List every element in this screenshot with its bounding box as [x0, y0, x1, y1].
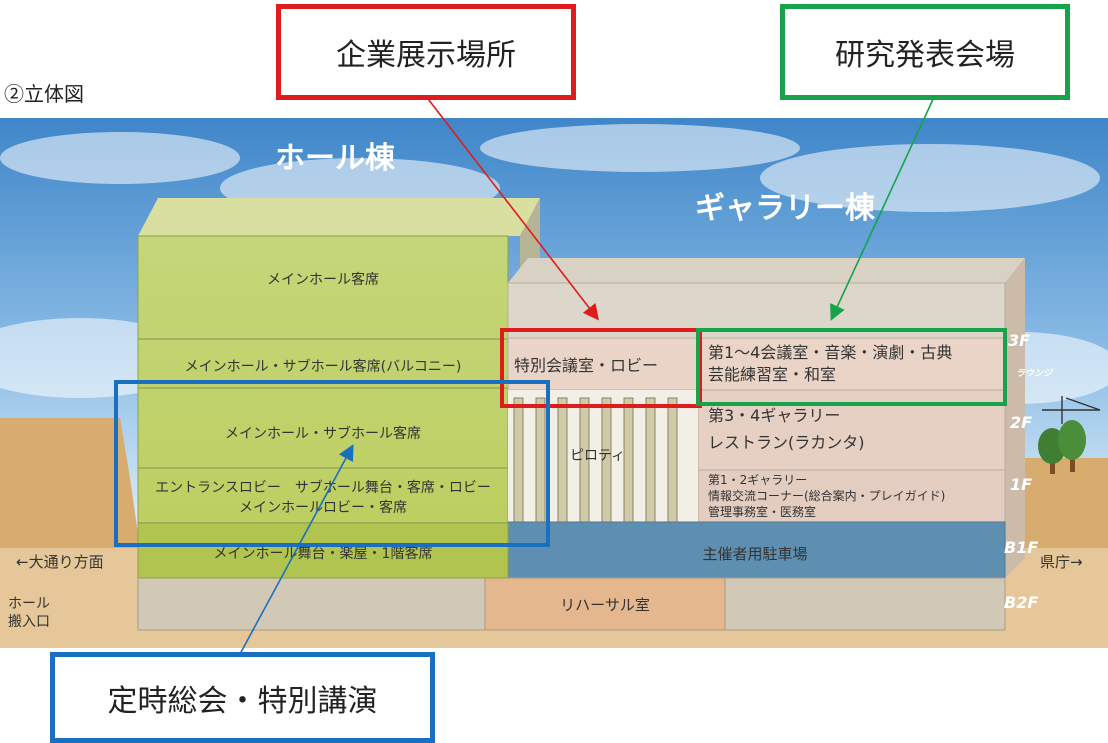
entrance-label-1: エントランスロビー サブホール舞台・客席・ロビー [155, 479, 491, 496]
svg-text:3F: 3F [1008, 331, 1030, 350]
direction-left: ←大通り方面 [16, 553, 104, 571]
svg-text:B2F: B2F [1004, 593, 1038, 612]
direction-right: 県庁→ [1040, 553, 1083, 571]
gallery12-label-3: 管理事務室・医務室 [708, 504, 816, 519]
gallery-building-name: ギャラリー棟 [695, 191, 876, 226]
piloti-label: ピロティ [570, 448, 625, 464]
general-meeting-highlight [114, 380, 550, 547]
loading-label-2: 搬入口 [8, 614, 50, 630]
balcony-label: メインホール・サブホール客席(バルコニー) [185, 358, 462, 375]
floor-tags: 3F 2F 1F B1F B2F [1004, 331, 1038, 612]
research-callout: 研究発表会場 [780, 4, 1070, 100]
rehearsal-room [484, 577, 726, 631]
gallery-1f [697, 469, 1006, 523]
building-diagram: 3F 2F 1F B1F B2F ラウンジ ホール棟 ギャラリー棟 メインホール… [0, 118, 1108, 648]
research-arrow [830, 94, 936, 321]
research-highlight [696, 328, 1007, 406]
gallery-roof [508, 258, 1025, 283]
hall-stage-band [137, 522, 509, 579]
conference-label-2: 芸能練習室・和室 [708, 365, 836, 384]
north-arrow-icon [1042, 396, 1101, 424]
hall-face [137, 235, 509, 557]
hall-roof [138, 198, 540, 236]
piloti-columns [513, 397, 678, 523]
ground-left [0, 418, 140, 548]
diagram-heading: ②立体図 [4, 82, 84, 106]
svg-text:2F: 2F [1010, 413, 1032, 432]
exhibit-callout: 企業展示場所 [276, 4, 576, 100]
side-label-3f: ラウンジ [1016, 368, 1054, 379]
tree-icon [1038, 420, 1086, 474]
general-arrow [239, 444, 354, 655]
rehearsal-label: リハーサル室 [560, 596, 650, 614]
svg-text:B1F: B1F [1004, 538, 1038, 557]
hall-seats-label: メインホール客席 [267, 271, 379, 288]
gallery34-label-2: レストラン(ラカンタ) [708, 433, 865, 452]
exhibit-arrow [424, 94, 599, 321]
gallery-side [1005, 258, 1025, 578]
gallery34-label-1: 第3・4ギャラリー [708, 406, 840, 425]
loading-label-1: ホール [8, 596, 50, 612]
hall-building-name: ホール棟 [275, 141, 396, 176]
gallery12-label-2: 情報交流コーナー(総合案内・プレイガイド) [708, 488, 945, 503]
conference-label-1: 第1～4会議室・音楽・演劇・古典 [708, 343, 952, 362]
gallery12-label-1: 第1・2ギャラリー [708, 473, 807, 487]
stage-label: メインホール舞台・楽屋・1階客席 [214, 545, 433, 562]
entrance-label-2: メインホールロビー・客席 [239, 499, 407, 516]
special-room-label: 特別会議室・ロビー [514, 356, 658, 375]
parking-b1f [507, 521, 1006, 579]
general-meeting-callout: 定時総会・特別講演 [50, 652, 435, 743]
parking-label: 主催者用駐車場 [702, 545, 807, 563]
svg-text:1F: 1F [1010, 475, 1032, 494]
main-sub-seats-label: メインホール・サブホール客席 [225, 425, 421, 442]
